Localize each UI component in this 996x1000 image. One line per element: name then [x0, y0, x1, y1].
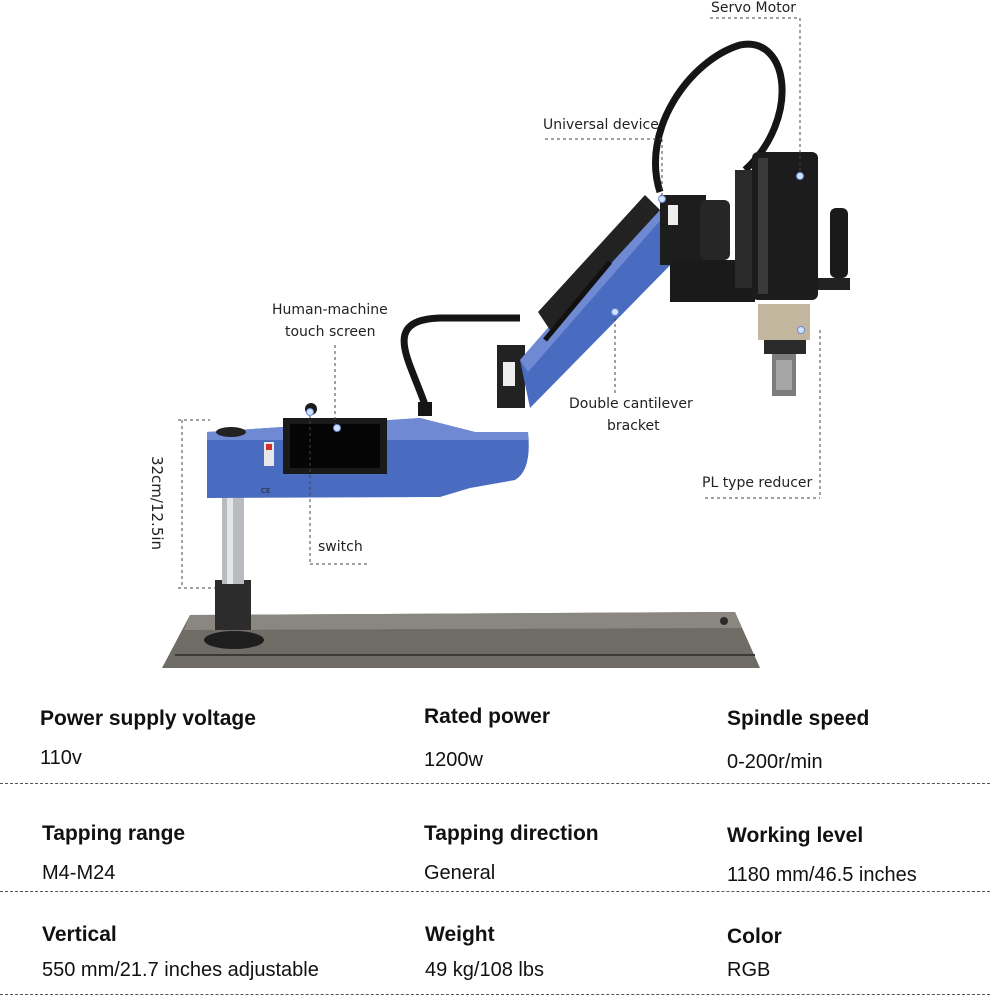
servo-motor: [752, 152, 818, 300]
spec-label: Tapping range: [42, 822, 186, 845]
spec-label: Rated power: [424, 705, 551, 728]
divider: [0, 891, 990, 892]
divider: [0, 783, 990, 784]
tapping-machine-illustration: CE: [162, 17, 850, 668]
spec-spindle-speed: Spindle speed 0-200r/min: [727, 707, 869, 774]
spec-label: Color: [727, 925, 782, 948]
spec-value: RGB: [727, 959, 771, 981]
hmi-label-line1: Human-machine: [272, 302, 388, 318]
hmi-label-line2: touch screen: [285, 324, 376, 340]
spec-color: Color RGB: [727, 925, 782, 982]
column-mount: [215, 580, 251, 630]
bracket-label-line1: Double cantilever: [569, 396, 693, 412]
spec-label: Working level: [727, 824, 864, 847]
universal-device: [660, 195, 706, 265]
bracket-label-line2: bracket: [607, 418, 660, 434]
spec-label: Power supply voltage: [40, 707, 256, 730]
spec-working-level: Working level 1180 mm/46.5 inches: [727, 824, 917, 887]
spec-rated-power: Rated power 1200w: [424, 705, 550, 772]
spec-value: 110v: [40, 747, 82, 769]
spec-value: 49 kg/108 lbs: [425, 959, 544, 981]
spec-label: Vertical: [42, 923, 117, 946]
spec-tapping-direction: Tapping direction General: [424, 822, 599, 885]
spec-vertical: Vertical 550 mm/21.7 inches adjustable: [42, 923, 319, 982]
spec-value: M4-M24: [42, 862, 116, 884]
spec-label: Weight: [425, 923, 495, 946]
servo-motor-label: Servo Motor: [711, 0, 797, 16]
spec-label: Spindle speed: [727, 707, 870, 730]
pl-reducer: [758, 304, 810, 340]
switch-label: switch: [318, 539, 363, 555]
spec-power-supply-voltage: Power supply voltage 110v: [40, 707, 256, 770]
height-dimension-label: 32cm/12.5in: [148, 455, 167, 551]
spec-label: Tapping direction: [424, 822, 599, 845]
universal-device-label: Universal device: [543, 117, 659, 133]
spec-value: 550 mm/21.7 inches adjustable: [42, 959, 319, 981]
divider: [0, 994, 990, 995]
cantilever-bracket: [520, 205, 690, 408]
spec-value: General: [424, 862, 496, 884]
spec-tapping-range: Tapping range M4-M24: [42, 822, 185, 885]
spec-value: 1200w: [424, 749, 483, 771]
reducer-label: PL type reducer: [702, 475, 813, 491]
svg-text:CE: CE: [261, 487, 270, 495]
spec-value: 1180 mm/46.5 inches: [727, 864, 917, 886]
spec-weight: Weight 49 kg/108 lbs: [425, 923, 544, 982]
spec-value: 0-200r/min: [727, 751, 823, 773]
